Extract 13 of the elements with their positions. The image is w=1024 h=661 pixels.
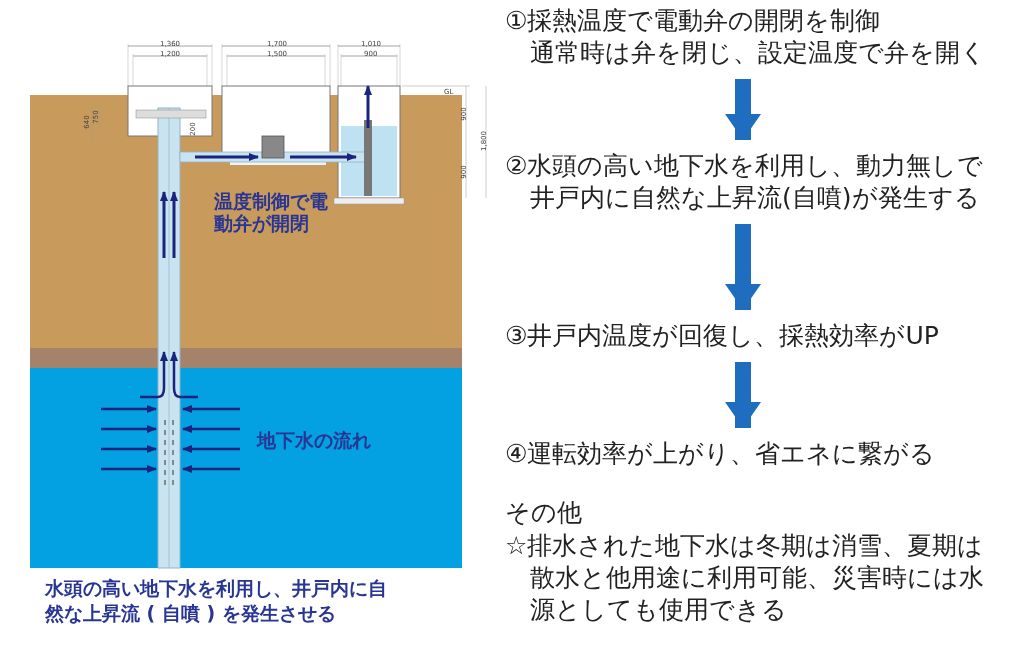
arrow [725, 362, 761, 428]
step-text: ③井戸内温度が回復し、採熱効率がUP [505, 320, 940, 352]
annotation-text: 温度制御で電動弁が開閉 [214, 190, 329, 234]
note-heading: その他 [505, 497, 582, 529]
step-text: ②水頭の高い地下水を利用し、動力無しで井戸内に自然な上昇流(自噴)が発生する [505, 150, 985, 214]
step-text: ④運転効率が上がり、省エネに繋がる [505, 438, 937, 470]
caption-text: 水頭の高い地下水を利用し、井戸内に自然な上昇流 ( 自噴 ) を発生させる [45, 576, 388, 626]
arrow [725, 224, 761, 310]
note-text: ☆排水された地下水は冬期は消雪、夏期は散水と他用途に利用可能、災害時には水源としても使用できる [505, 530, 985, 626]
step-text: ①採熱温度で電動弁の開閉を制御 [505, 5, 882, 37]
step-text: 通常時は弁を閉じ、設定温度で弁を開く [529, 37, 987, 69]
arrow [725, 79, 761, 140]
annotation-text: 地下水の流れ [257, 428, 371, 453]
